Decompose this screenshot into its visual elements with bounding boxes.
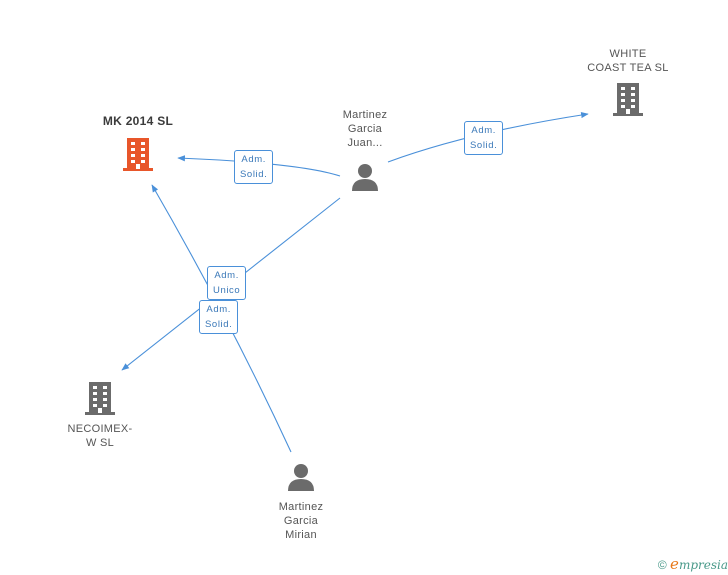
- edge-label-line: Adm.: [471, 125, 496, 136]
- brand-initial: e: [670, 555, 679, 573]
- node-label: Martinez: [278, 501, 324, 513]
- node-label: Mirian: [285, 529, 317, 541]
- node-label: WHITE: [609, 48, 647, 60]
- edge-label-line: Solid.: [205, 319, 233, 330]
- edge-juan-mk: [177, 155, 341, 177]
- edge-label-line: Adm.: [241, 154, 266, 165]
- node-necoimex[interactable]: NECOIMEX- W SL: [50, 380, 150, 450]
- edge-label-juan-whitecoast: Adm. Solid.: [464, 121, 504, 155]
- node-label: Garcia: [283, 515, 319, 527]
- brand-name: mpresia: [678, 558, 728, 572]
- building-icon: [613, 83, 643, 116]
- edge-label-juan-necoimex: Adm. Unico: [207, 266, 247, 300]
- edge-label-line: Unico: [213, 285, 241, 296]
- person-icon: [288, 464, 314, 491]
- node-label: COAST TEA SL: [587, 62, 669, 74]
- node-mk2014[interactable]: MK 2014 SL: [88, 114, 188, 172]
- node-label: W SL: [85, 437, 115, 449]
- node-whitecoast[interactable]: WHITE COAST TEA SL: [576, 47, 680, 117]
- node-label: Juan...: [347, 137, 383, 149]
- empresia-logo: © empresia: [658, 555, 728, 573]
- building-icon: [85, 382, 115, 415]
- node-mirian[interactable]: Martinez Garcia Mirian: [251, 462, 351, 542]
- building-icon: [123, 138, 153, 171]
- copyright-symbol: ©: [657, 558, 667, 572]
- edge-label-mirian-mk: Adm. Solid.: [199, 300, 239, 334]
- edge-label-line: Solid.: [470, 140, 498, 151]
- node-juan[interactable]: Martinez Garcia Juan...: [315, 108, 415, 192]
- edge-label-line: Adm.: [214, 270, 239, 281]
- node-label: MK 2014 SL: [102, 114, 174, 128]
- node-label: NECOIMEX-: [67, 423, 133, 435]
- node-label: Garcia: [347, 123, 383, 135]
- edge-label-line: Adm.: [206, 304, 231, 315]
- person-icon: [352, 164, 378, 191]
- node-label: Martinez: [342, 109, 388, 121]
- edge-label-line: Solid.: [240, 169, 268, 180]
- edge-label-juan-mk: Adm. Solid.: [234, 150, 274, 184]
